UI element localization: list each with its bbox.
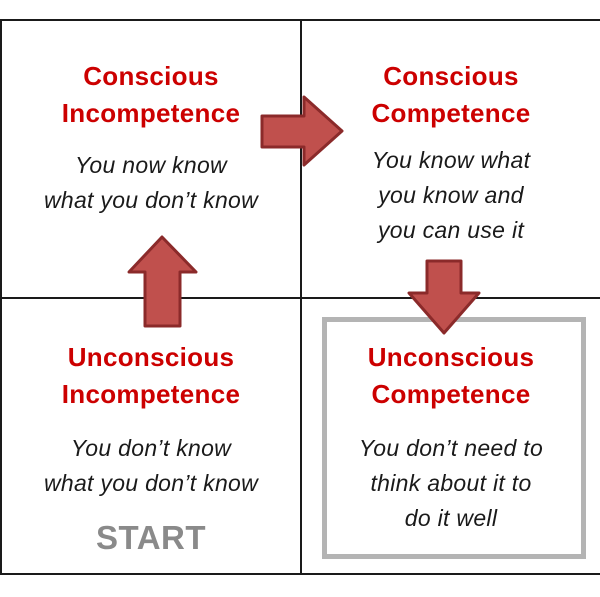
quadrant-title: Unconscious Competence [302, 339, 600, 413]
description-line: You don’t know [70, 435, 232, 461]
description-line: You don’t need to [358, 435, 544, 461]
quadrant-title: Unconscious Incompetence [0, 339, 302, 413]
quadrant-title: Conscious Competence [302, 58, 600, 132]
description-line: You now know [75, 152, 227, 178]
title-line: Conscious [383, 61, 519, 91]
start-label: START [95, 519, 207, 556]
title-line: Competence [371, 98, 531, 128]
title-line: Incompetence [61, 379, 241, 409]
quadrant-description: You don’t need to think about it to do i… [302, 431, 600, 536]
description-line: think about it to [370, 470, 532, 496]
grid-horizontal-divider [0, 297, 600, 299]
quadrant-unconscious-incompetence: Unconscious Incompetence You don’t know … [0, 339, 302, 501]
quadrant-conscious-competence: Conscious Competence You know what you k… [302, 58, 600, 248]
quadrant-conscious-incompetence: Conscious Incompetence You now know what… [0, 58, 302, 218]
title-line: Competence [371, 379, 531, 409]
title-line: Incompetence [61, 98, 241, 128]
quadrant-description: You don’t know what you don’t know [0, 431, 302, 501]
quadrant-description: You now know what you don’t know [0, 148, 302, 218]
quadrant-unconscious-competence: Unconscious Competence You don’t need to… [302, 339, 600, 536]
quadrant-description: You know what you know and you can use i… [302, 143, 600, 248]
title-line: Unconscious [367, 342, 535, 372]
quadrant-title: Conscious Incompetence [0, 58, 302, 132]
description-line: what you don’t know [43, 187, 259, 213]
description-line: You know what [371, 147, 531, 173]
description-line: do it well [404, 505, 498, 531]
description-line: you can use it [377, 217, 525, 243]
description-line: you know and [378, 182, 524, 208]
title-line: Unconscious [67, 342, 235, 372]
description-line: what you don’t know [43, 470, 259, 496]
title-line: Conscious [83, 61, 219, 91]
